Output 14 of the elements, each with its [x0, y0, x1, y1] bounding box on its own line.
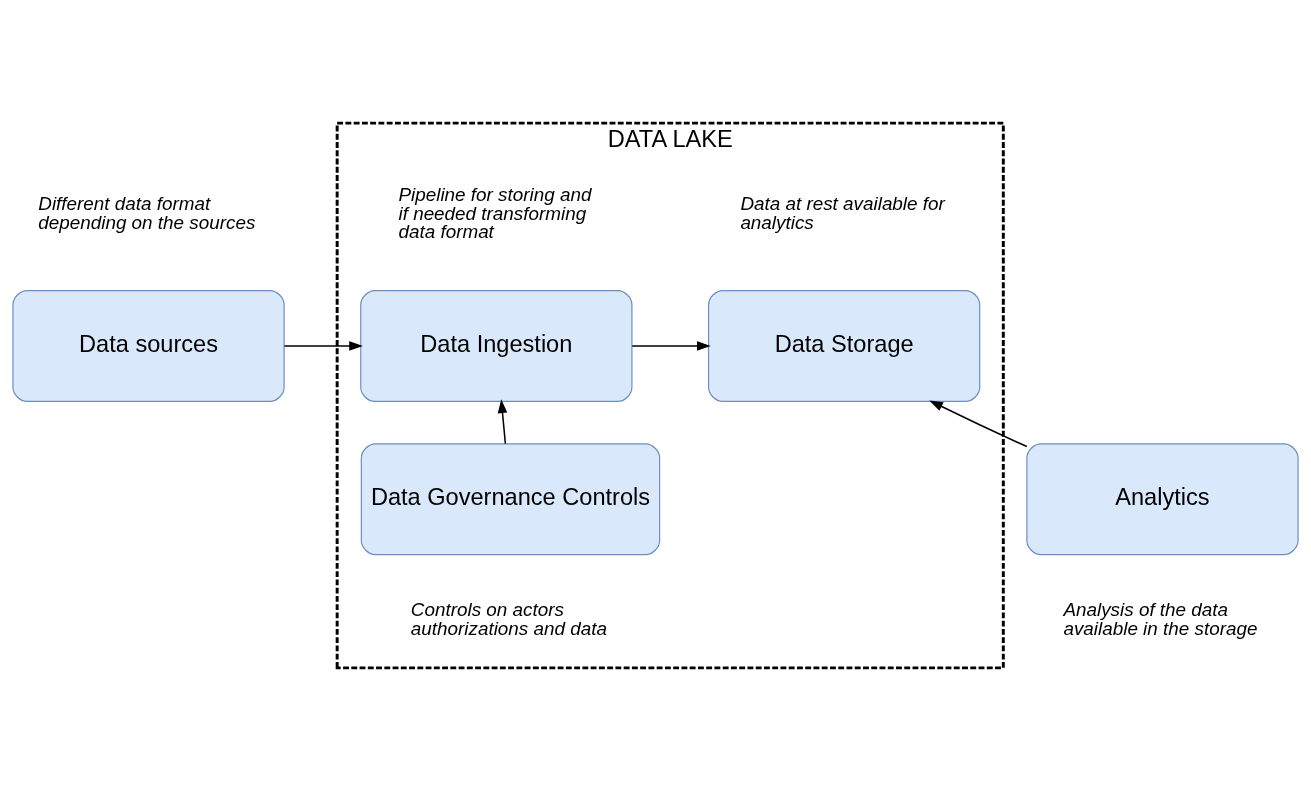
node-box: Data Storage — [707, 289, 981, 402]
arrow — [929, 399, 1028, 447]
node-label: Different data format depending on the sources — [38, 192, 256, 233]
node-box: Data Ingestion — [360, 289, 633, 402]
node-box: Analytics — [1026, 442, 1299, 555]
arrow — [497, 398, 508, 444]
node-label: Pipeline for storing and if needed transforming data format — [398, 183, 592, 242]
node-label: Controls on actors authorizations and data — [410, 598, 607, 639]
node-box: Data Governance Controls — [360, 442, 661, 555]
arrow — [283, 340, 363, 351]
node-label: Analysis of the data available in the storage — [1063, 598, 1258, 639]
node-label: Data at rest available for analytics — [740, 192, 945, 233]
node-box: Data sources — [12, 289, 285, 402]
arrow — [631, 340, 711, 351]
